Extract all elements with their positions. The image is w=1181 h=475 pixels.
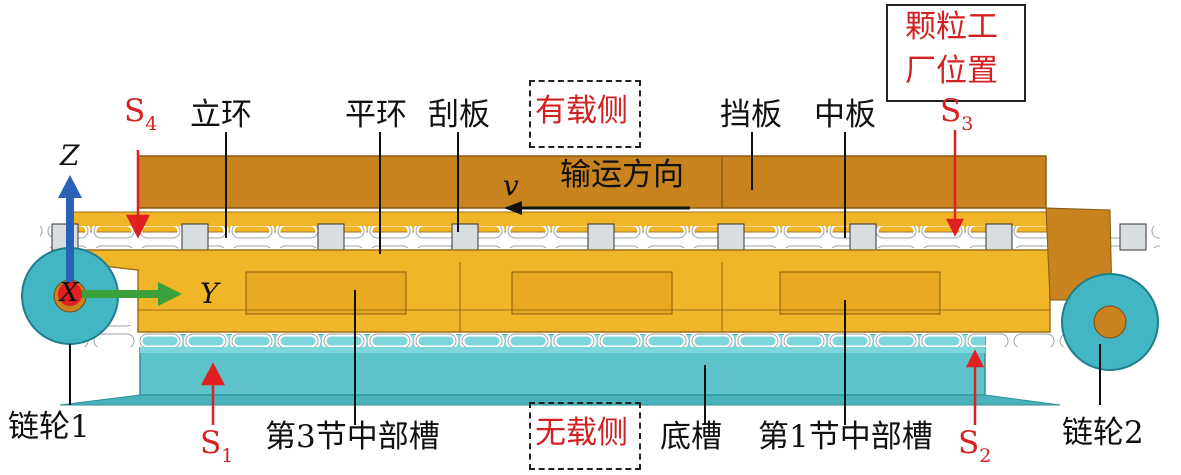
sprocket1-label: 链轮1 <box>8 409 90 445</box>
sensor-s3-label: S3 <box>940 93 974 135</box>
sprocket2-label: 链轮2 <box>1062 415 1144 451</box>
sensor-s2-label: S2 <box>958 425 992 467</box>
section1-trough-label: 第1节中部槽 <box>758 419 933 455</box>
upper-ring-label: 立环 <box>190 97 252 133</box>
coordinate-axes <box>58 175 182 306</box>
direction-arrow <box>504 201 690 215</box>
axis-z-label: Z <box>60 139 80 172</box>
particle-factory-line1: 颗粒工 <box>905 9 998 45</box>
unloaded-side-box <box>529 402 641 470</box>
middle-plate-label: 中板 <box>814 97 876 133</box>
loaded-side-box <box>529 80 641 148</box>
scraper-label: 刮板 <box>428 97 490 133</box>
loaded-side-label: 有载侧 <box>535 93 628 129</box>
sensor-markers <box>125 130 985 425</box>
conveying-direction-label: 输运方向 <box>560 157 684 193</box>
back-wall <box>137 155 1047 209</box>
baffle-label: 挡板 <box>720 97 782 133</box>
particle-factory-line2: 厂位置 <box>905 53 998 89</box>
middle-trough <box>69 249 1111 333</box>
flat-ring-label: 平环 <box>345 97 407 133</box>
bottom-trough-label: 底槽 <box>660 419 722 455</box>
axis-y-label: Y <box>200 277 219 310</box>
scrapers <box>51 223 1147 251</box>
leader-lines <box>69 132 1101 425</box>
axis-x-label: X <box>60 278 79 308</box>
section3-trough-label: 第3节中部槽 <box>265 419 440 455</box>
unloaded-side-label: 无载侧 <box>535 415 628 451</box>
particle-factory-box <box>886 4 1026 102</box>
sensor-s1-label: S1 <box>200 425 234 467</box>
sensor-s4-label: S4 <box>124 93 158 135</box>
sprocket-right <box>1061 273 1159 371</box>
velocity-label: v <box>503 169 519 202</box>
